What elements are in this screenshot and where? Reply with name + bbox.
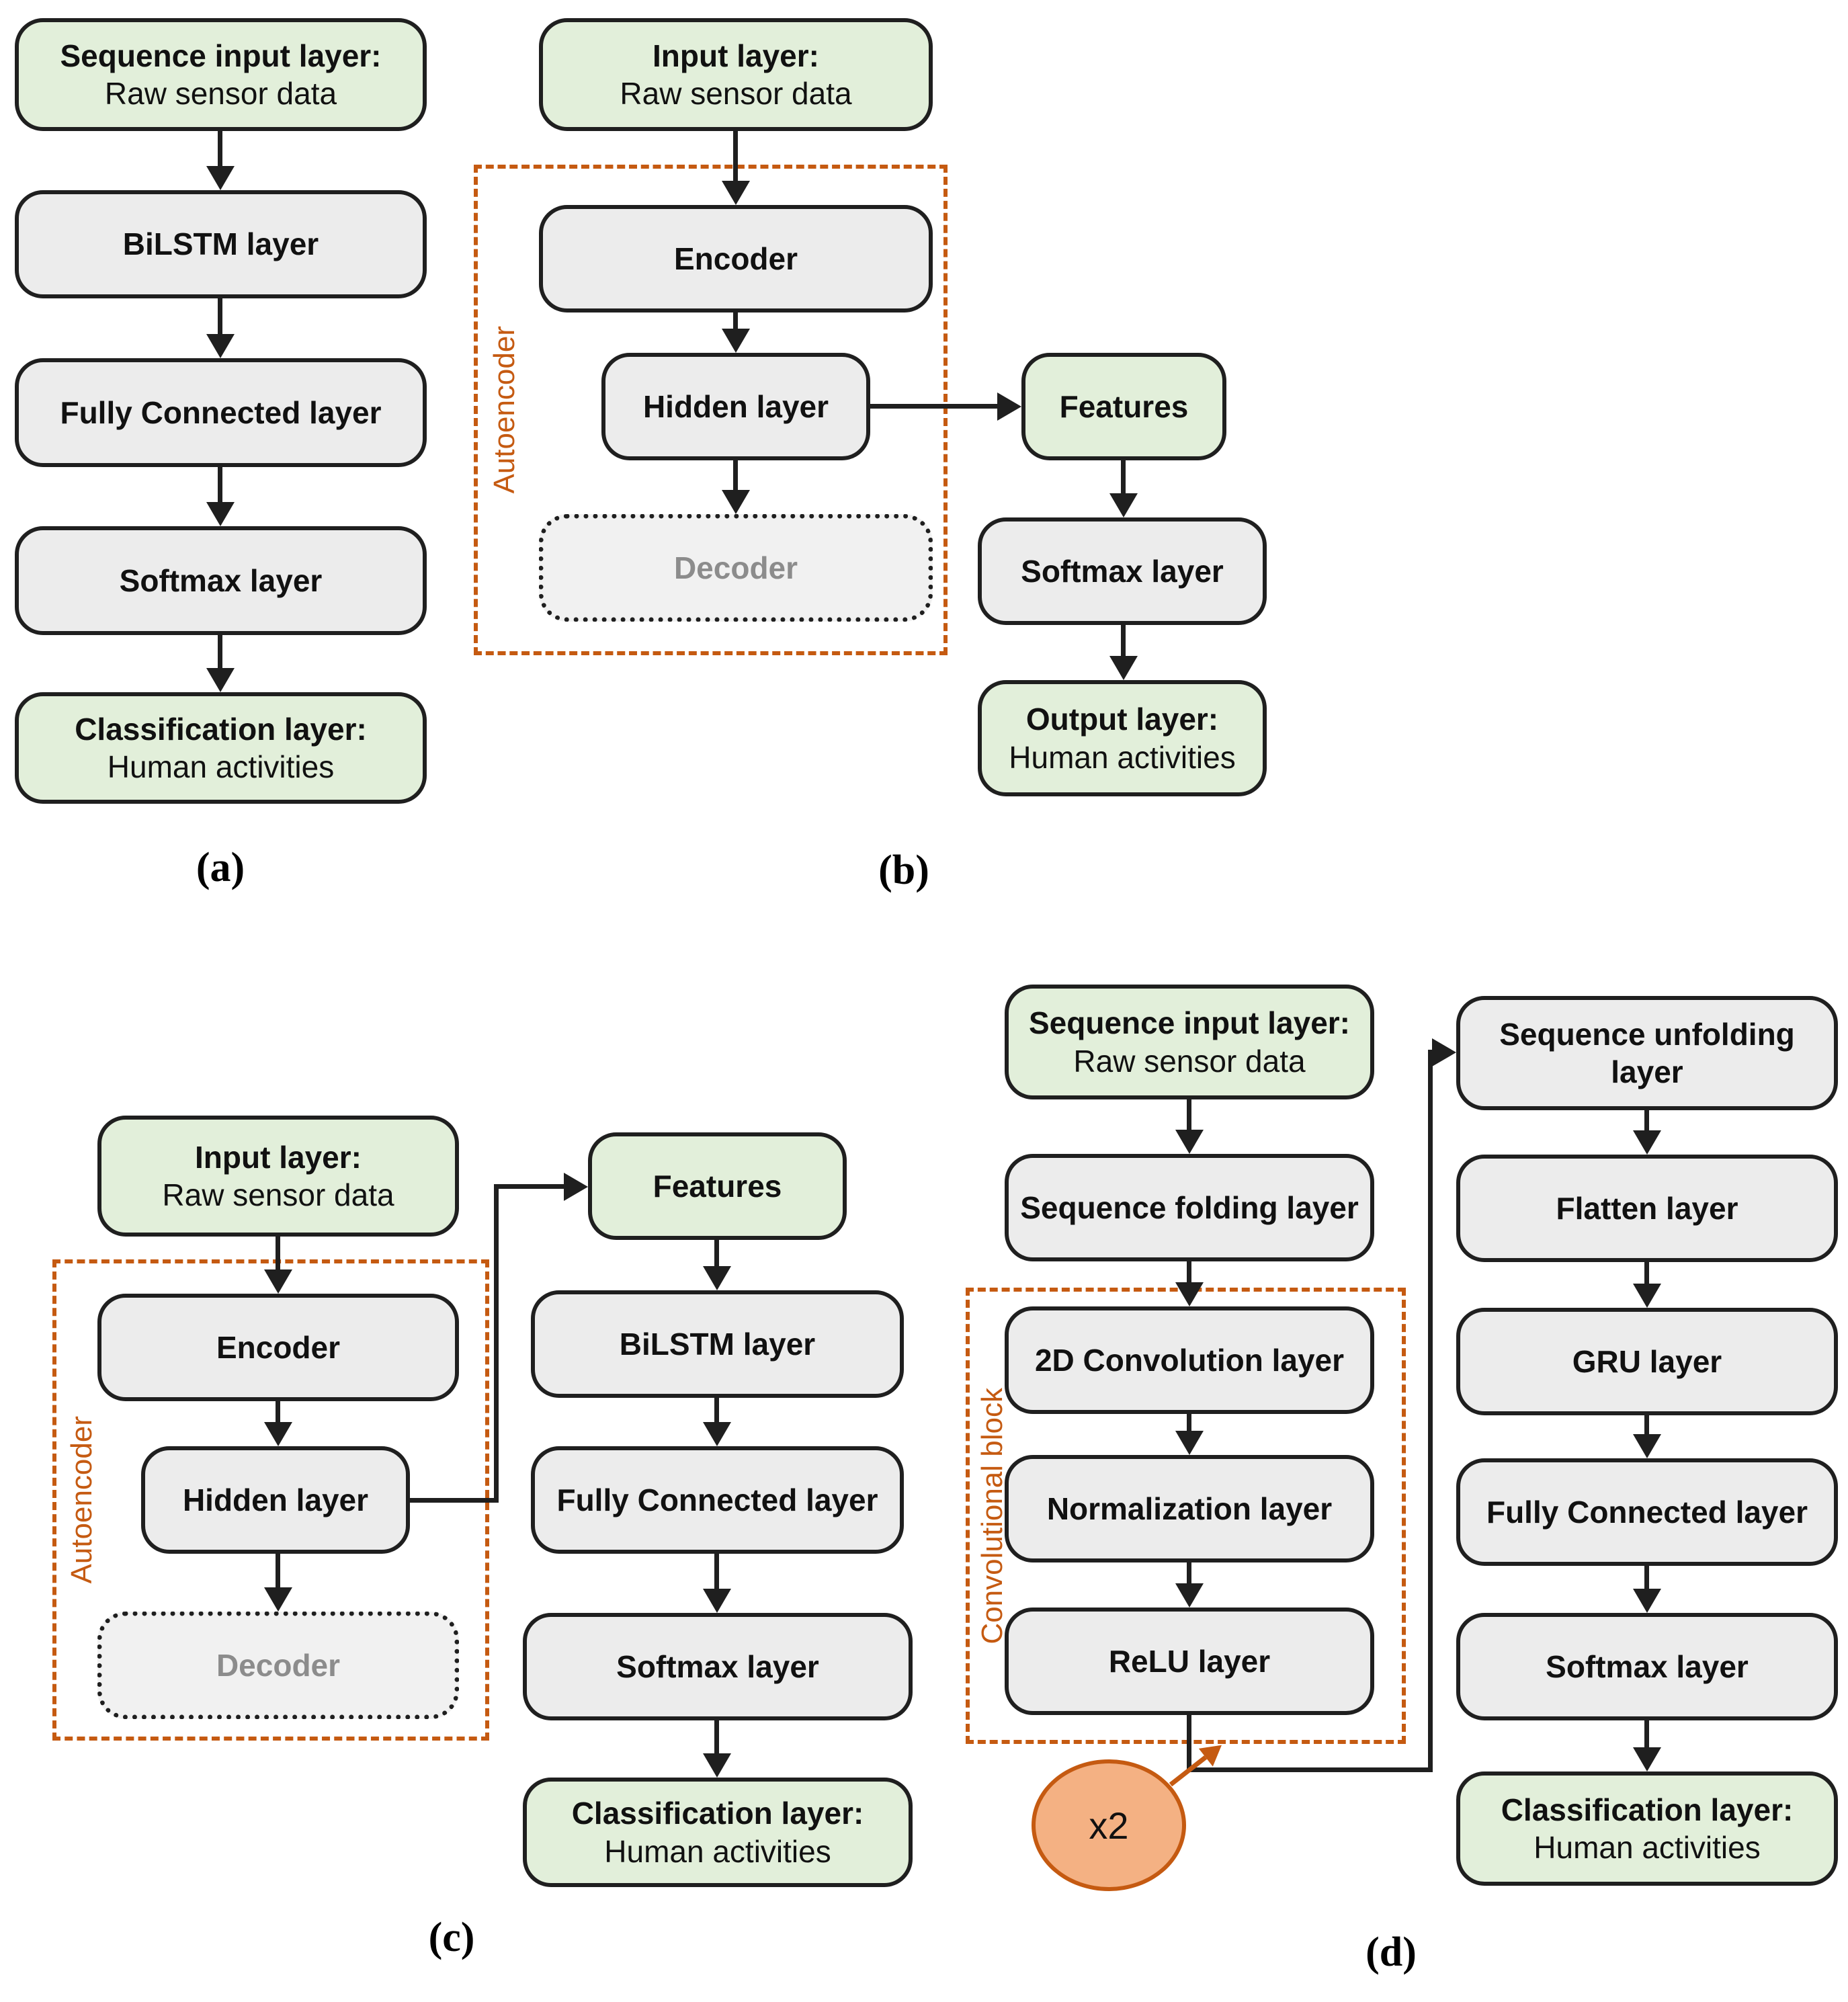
a-classification-subtitle: Human activities <box>107 749 335 784</box>
c-softmax-box: Softmax layer <box>523 1613 913 1720</box>
d-conv2d-box: 2D Convolution layer <box>1005 1306 1374 1414</box>
d-arrow-fc-softmax <box>1644 1566 1649 1589</box>
d-connector-up <box>1428 1050 1433 1772</box>
c-arrow-encoder-hidden <box>276 1401 280 1422</box>
c-encoder-box: Encoder <box>97 1294 459 1401</box>
d-arrow-softmax-class <box>1644 1720 1649 1747</box>
b-decoder-box: Decoder <box>539 514 933 622</box>
c-arrow-features-bilstm <box>714 1240 719 1266</box>
c-arrow-bilstm-fc <box>714 1398 719 1422</box>
c-classification-box: Classification layer: Human activities <box>523 1778 913 1887</box>
d-sequence-folding-box: Sequence folding layer <box>1005 1154 1374 1261</box>
c-autoencoder-label-text: Autoencoder <box>65 1416 98 1584</box>
b-caption: (b) <box>878 847 929 893</box>
a-softmax-box: Softmax layer <box>15 526 427 635</box>
b-input-box: Input layer: Raw sensor data <box>539 18 933 131</box>
b-softmax-box: Softmax layer <box>978 517 1267 625</box>
c-caption: (c) <box>428 1915 475 1960</box>
c-features-box: Features <box>588 1132 847 1240</box>
a-classification-title: Classification layer: <box>75 711 367 747</box>
c-classification-subtitle: Human activities <box>604 1833 831 1869</box>
a-sequence-input-subtitle: Raw sensor data <box>104 76 337 111</box>
a-fully-connected-box: Fully Connected layer <box>15 358 427 467</box>
a-classification-box: Classification layer: Human activities <box>15 692 427 804</box>
a-arrow-1 <box>218 131 222 166</box>
c-arrow-softmax-class <box>714 1720 719 1753</box>
d-caption: (d) <box>1366 1929 1417 1975</box>
d-flatten-box: Flatten layer <box>1456 1155 1838 1262</box>
b-autoencoder-frame <box>474 165 948 655</box>
c-connector-horizontal-lower <box>410 1498 498 1503</box>
c-arrow-into-features <box>496 1184 564 1189</box>
d-connector-across <box>1187 1767 1433 1772</box>
b-output-box: Output layer: Human activities <box>978 680 1267 796</box>
a-caption: (a) <box>196 845 245 890</box>
c-connector-vertical <box>494 1184 499 1503</box>
d-arrow-folding-conv <box>1187 1261 1191 1282</box>
c-bilstm-box: BiLSTM layer <box>531 1290 904 1398</box>
b-arrow-hidden-decoder <box>733 460 738 490</box>
d-sequence-unfolding-box: Sequence unfolding layer <box>1456 996 1838 1110</box>
d-softmax-box: Softmax layer <box>1456 1613 1838 1720</box>
b-autoencoder-label: Autoencoder <box>474 165 536 655</box>
c-fully-connected-box: Fully Connected layer <box>531 1446 904 1554</box>
b-arrow-input-encoder <box>733 131 738 181</box>
b-output-title: Output layer: <box>1025 702 1219 737</box>
a-bilstm-box: BiLSTM layer <box>15 190 427 298</box>
c-input-title: Input layer: <box>195 1139 362 1175</box>
b-arrow-features-softmax <box>1121 460 1126 493</box>
b-input-subtitle: Raw sensor data <box>620 76 852 111</box>
d-arrow-norm-relu <box>1187 1562 1191 1583</box>
d-arrow-unfold-flatten <box>1644 1110 1649 1130</box>
b-features-box: Features <box>1021 353 1226 460</box>
d-gru-box: GRU layer <box>1456 1308 1838 1415</box>
b-arrow-encoder-hidden <box>733 312 738 329</box>
c-classification-title: Classification layer: <box>571 1796 864 1831</box>
d-arrow-input-folding <box>1187 1099 1191 1130</box>
b-output-subtitle: Human activities <box>1009 739 1236 775</box>
d-repeat-badge: x2 <box>1032 1759 1186 1891</box>
b-arrow-softmax-output <box>1121 625 1126 656</box>
d-relu-box: ReLU layer <box>1005 1608 1374 1715</box>
d-sequence-input-box: Sequence input layer: Raw sensor data <box>1005 985 1374 1099</box>
a-sequence-input-title: Sequence input layer: <box>60 38 382 73</box>
c-arrow-input-encoder <box>276 1237 280 1269</box>
b-autoencoder-label-text: Autoencoder <box>488 326 521 494</box>
d-classification-subtitle: Human activities <box>1534 1830 1761 1865</box>
c-hidden-box: Hidden layer <box>141 1446 410 1554</box>
d-arrow-conv-norm <box>1187 1414 1191 1431</box>
d-normalization-box: Normalization layer <box>1005 1455 1374 1562</box>
d-arrow-gru-fc <box>1644 1415 1649 1434</box>
c-arrow-fc-softmax <box>714 1554 719 1589</box>
d-classification-title: Classification layer: <box>1501 1792 1794 1827</box>
a-arrow-4 <box>218 635 222 668</box>
c-input-subtitle: Raw sensor data <box>162 1177 394 1212</box>
d-sequence-input-title: Sequence input layer: <box>1028 1005 1350 1041</box>
d-connector-down <box>1187 1715 1191 1771</box>
d-arrow-into-unfolding <box>1428 1050 1432 1054</box>
d-fully-connected-box: Fully Connected layer <box>1456 1458 1838 1566</box>
d-sequence-input-subtitle: Raw sensor data <box>1073 1043 1306 1079</box>
c-arrow-hidden-decoder <box>276 1554 280 1587</box>
b-arrow-hidden-features <box>870 404 997 409</box>
d-classification-box: Classification layer: Human activities <box>1456 1771 1838 1886</box>
b-encoder-box: Encoder <box>539 205 933 312</box>
b-input-title: Input layer: <box>653 38 819 73</box>
d-arrow-flatten-gru <box>1644 1262 1649 1284</box>
a-sequence-input-box: Sequence input layer: Raw sensor data <box>15 18 427 131</box>
c-decoder-box: Decoder <box>97 1612 459 1719</box>
b-hidden-box: Hidden layer <box>601 353 870 460</box>
c-input-box: Input layer: Raw sensor data <box>97 1116 459 1237</box>
a-arrow-3 <box>218 467 222 502</box>
a-arrow-2 <box>218 298 222 334</box>
